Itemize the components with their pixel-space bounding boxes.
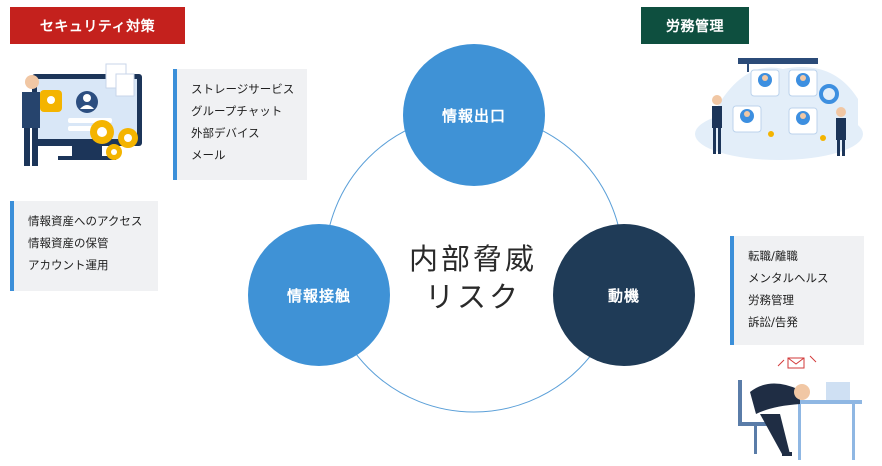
list-item: メンタルヘルス	[748, 271, 829, 285]
labor-tag-label: 労務管理	[666, 18, 724, 35]
list-item: グループチャット	[191, 104, 283, 118]
info-assets-list-box: 情報資産へのアクセス 情報資産の保管 アカウント運用	[10, 201, 158, 291]
center-title-line1: 内部脅威	[408, 242, 537, 276]
list-item: アカウント運用	[28, 258, 109, 272]
list-item: 転職/離職	[748, 249, 798, 263]
center-title: 内部脅威 リスク	[400, 240, 546, 316]
center-title-line2: リスク	[424, 280, 521, 314]
security-tag: セキュリティ対策	[10, 7, 185, 44]
node-info-exit: 情報出口	[403, 44, 545, 186]
list-item: 情報資産へのアクセス	[28, 214, 143, 228]
storage-list-box: ストレージサービス グループチャット 外部デバイス メール	[173, 69, 307, 180]
list-item: メール	[191, 148, 226, 162]
node-info-exit-label: 情報出口	[441, 106, 506, 125]
node-info-contact-label: 情報接触	[286, 286, 351, 305]
security-person-monitor-icon	[22, 63, 142, 166]
motive-list-box: 転職/離職 メンタルヘルス 労務管理 訴訟/告発	[730, 236, 864, 345]
list-item: ストレージサービス	[191, 82, 295, 96]
list-item: 訴訟/告発	[748, 315, 798, 329]
profiles-hr-icon	[695, 58, 863, 160]
security-tag-label: セキュリティ対策	[39, 18, 156, 35]
labor-tag: 労務管理	[641, 7, 749, 44]
node-motive-label: 動機	[607, 286, 640, 305]
list-item: 情報資産の保管	[28, 236, 109, 250]
list-item: 外部デバイス	[191, 126, 260, 140]
list-item: 労務管理	[748, 293, 794, 307]
stressed-worker-desk-icon	[738, 355, 862, 460]
node-motive: 動機	[553, 224, 695, 366]
node-info-contact: 情報接触	[248, 224, 390, 366]
